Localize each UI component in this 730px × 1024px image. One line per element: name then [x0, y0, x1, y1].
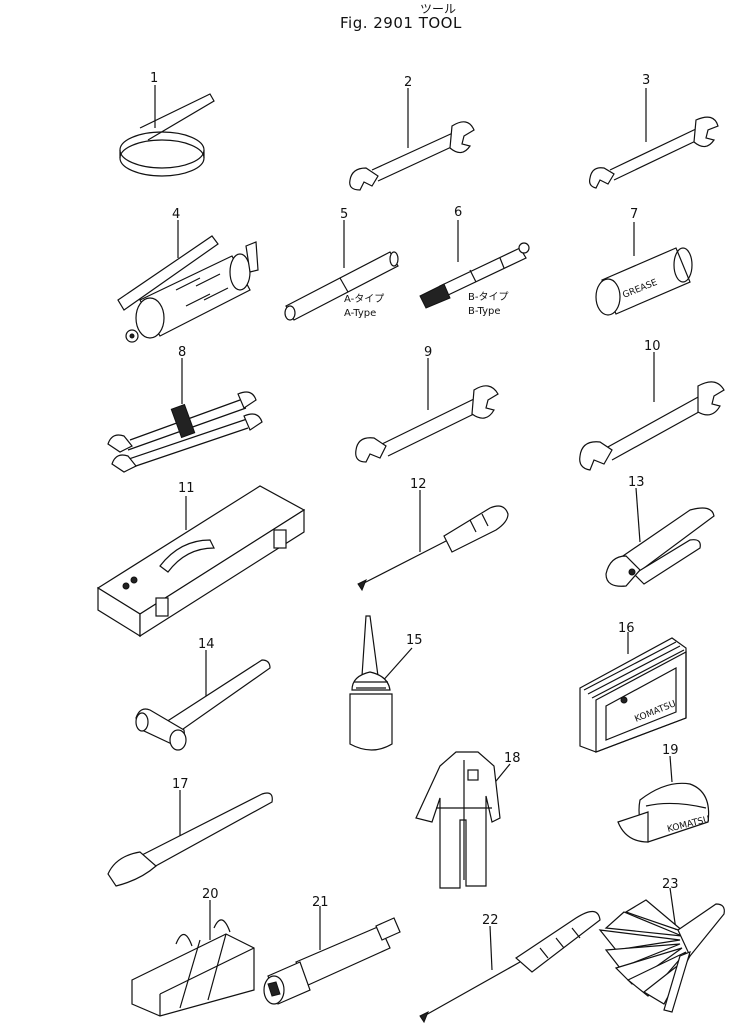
- leader-line-19: [669, 755, 673, 783]
- tool-20-tool-bag: [131, 900, 255, 1017]
- b-type-en-label: B-Type: [468, 306, 501, 317]
- callout-22: 22: [482, 913, 499, 928]
- callout-9: 9: [424, 345, 432, 360]
- tool-23-feeler-gauge: [598, 887, 725, 1013]
- japanese-title: ツール: [420, 2, 457, 16]
- callout-14: 14: [198, 637, 215, 652]
- tool-6-nozzle-b-type: [419, 220, 530, 309]
- leader-line-15: [379, 647, 413, 685]
- callout-3: 3: [642, 73, 650, 88]
- callout-4: 4: [172, 207, 180, 222]
- callout-16: 16: [618, 621, 635, 636]
- tool-14-hammer: [135, 650, 271, 751]
- callout-8: 8: [178, 345, 186, 360]
- tool-3-wrench: [589, 88, 719, 189]
- tool-15-oil-can: [349, 615, 413, 751]
- b-type-jp-label: B-タイプ: [468, 291, 508, 303]
- type-labels: A-タイプ A-Type B-タイプ B-Type: [344, 291, 508, 319]
- callout-2: 2: [404, 75, 412, 90]
- tool-18-coveralls: [415, 751, 511, 889]
- callout-21: 21: [312, 895, 329, 910]
- tool-2-wrench: [349, 88, 475, 191]
- callout-11: 11: [178, 481, 195, 496]
- a-type-en-label: A-Type: [344, 308, 376, 319]
- callout-20: 20: [202, 887, 219, 902]
- callout-1: 1: [150, 71, 158, 86]
- callout-5: 5: [340, 207, 348, 222]
- leader-line-22: [489, 925, 493, 971]
- leader-line-13: [635, 487, 641, 543]
- tool-17-scraper: [107, 790, 273, 887]
- callout-15: 15: [406, 633, 423, 648]
- tool-19-cap: KOMATSU: [617, 755, 711, 843]
- callout-13: 13: [628, 475, 645, 490]
- callout-10: 10: [644, 339, 661, 354]
- a-type-jp-label: A-タイプ: [344, 293, 384, 305]
- tool-11-tool-box: [96, 485, 306, 638]
- callout-7: 7: [630, 207, 638, 222]
- tool-7-grease-cartridge: GREASE: [595, 222, 693, 316]
- tool-16-document-case: KOMATSU: [579, 632, 687, 753]
- tool-21-socket-wrench: [263, 906, 401, 1005]
- tool-13-pliers: [605, 487, 715, 587]
- tool-12-screwdriver: [357, 490, 509, 592]
- tool-1-filter-wrench: [119, 85, 215, 177]
- callout-numbers: 1 2 3 4 5 6 7 8 9 10 11 12 13 14 15 16 1…: [150, 71, 679, 928]
- tool-22-screwdriver: [419, 910, 601, 1024]
- tool-9-wrench: [355, 358, 499, 463]
- tool-10-wrench: [579, 352, 725, 471]
- figure-title: Fig. 2901 TOOL: [340, 14, 462, 32]
- callout-23: 23: [662, 877, 679, 892]
- leader-line-23: [669, 887, 677, 931]
- callout-12: 12: [410, 477, 427, 492]
- tool-8-wrench-set: [107, 358, 263, 473]
- callout-19: 19: [662, 743, 679, 758]
- callout-17: 17: [172, 777, 189, 792]
- tool-5-nozzle-a-type: [284, 220, 399, 321]
- tool-4-grease-pump: [117, 220, 259, 343]
- callout-18: 18: [504, 751, 521, 766]
- callout-6: 6: [454, 205, 462, 220]
